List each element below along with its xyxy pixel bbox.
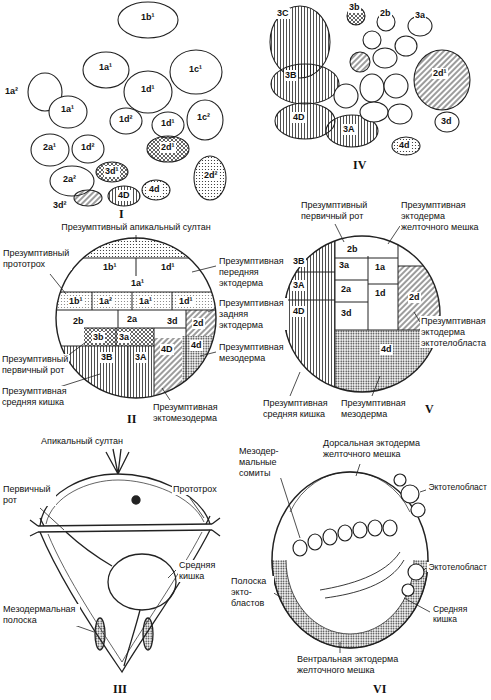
cell-label: 2a — [340, 284, 352, 295]
cell-label: 1c² — [196, 112, 211, 123]
cell-label: 2d¹ — [432, 68, 448, 79]
cell-label: 3A — [134, 352, 148, 363]
cell-label: 3A — [342, 124, 356, 135]
cell-label: 2d² — [203, 170, 219, 181]
region-label: Презумптивная задняя эктодерма — [218, 298, 288, 330]
region-label: Эктотелобласт — [427, 482, 488, 492]
cell-label: 4d — [398, 140, 411, 151]
region-label: Средняя кишка — [432, 604, 488, 624]
region-label: Апикальный султан — [40, 436, 124, 447]
cell-label: 3d — [166, 316, 179, 327]
region-label: Презумптивный прототрох — [2, 248, 72, 270]
cell-label: 1d² — [118, 114, 134, 125]
region-label: Прототрох — [172, 484, 218, 495]
cell-label: 3B — [100, 352, 114, 363]
region-label: Мезодер- мальные сомиты — [238, 446, 288, 478]
cell-label: 4D — [292, 112, 306, 123]
cell-label: 1c¹ — [188, 64, 203, 75]
cell-label: 3C — [276, 8, 290, 19]
cell-label: 4d — [148, 184, 161, 195]
region-label: Презумптивный первичный рот — [300, 200, 374, 222]
cell-label: 1b¹ — [68, 296, 84, 307]
cell-label: 2b — [346, 244, 359, 255]
region-label: Вентральная эктодерма желточного мешка — [296, 654, 430, 676]
cell-label: 2d¹ — [160, 142, 176, 153]
cell-label: 1d¹ — [178, 296, 194, 307]
panel-number: VI — [372, 682, 387, 696]
region-label: Первичный рот — [2, 484, 56, 506]
panel-number: II — [126, 412, 137, 426]
cell-label: 4D — [292, 306, 306, 317]
cell-label: 1b¹ — [102, 262, 118, 273]
cell-label: 2b — [72, 316, 85, 327]
cell-label: 3b — [348, 2, 361, 13]
region-label: Презумптивная средняя кишка — [262, 398, 336, 420]
region-label: Презумптивная мезодерма — [340, 398, 414, 420]
cell-label: 3b — [92, 332, 105, 343]
cell-label: 3A — [292, 280, 306, 291]
cell-label: 2a² — [62, 174, 77, 185]
panel-number: I — [118, 207, 125, 221]
region-label: Полоска экто- бластов — [230, 576, 274, 608]
panel-number: III — [112, 682, 128, 696]
cell-label: 3a — [414, 10, 426, 21]
cell-label: 1a¹ — [60, 104, 75, 115]
region-label: Презумптивный апикальный султан — [60, 222, 212, 233]
cell-label: 3a — [118, 332, 130, 343]
cell-label: 1a — [374, 262, 386, 273]
cell-label: 3d² — [52, 200, 68, 211]
cell-label: 3a — [338, 260, 350, 271]
cell-label: 1d² — [80, 142, 96, 153]
region-label: Презумптивная эктомезодерма — [152, 402, 226, 424]
region-label: Мезодермальная полоска — [2, 604, 80, 626]
cell-label: 1a² — [4, 86, 19, 97]
cell-label: 3d — [440, 116, 453, 127]
cell-label: 1b¹ — [140, 12, 156, 23]
cell-label: 4d — [190, 340, 203, 351]
region-label: Презумптивная мезодерма — [218, 342, 288, 364]
cell-label: 2d — [192, 318, 205, 329]
cell-label: 3d — [340, 308, 353, 319]
region-label: Эктотелобласт — [427, 562, 488, 572]
region-label: Презумптивная эктодерма желточного мешка — [400, 200, 488, 232]
cell-label: 2b — [379, 8, 392, 19]
cell-label: 2a¹ — [42, 142, 57, 153]
region-label: Презумптивная эктодерма эктотелобласта — [420, 316, 488, 348]
cell-label: 1d¹ — [140, 84, 156, 95]
cell-label: 3B — [292, 256, 306, 267]
cell-label: 2d — [408, 292, 421, 303]
cell-label: 4D — [160, 344, 174, 355]
cell-label: 1a¹ — [138, 296, 153, 307]
cell-label: 1d¹ — [160, 118, 176, 129]
cell-label: 4D — [117, 190, 131, 201]
cell-label: 1a¹ — [130, 278, 145, 289]
region-label: Презумптивная передняя эктодерма — [218, 256, 288, 288]
panel-number: V — [424, 402, 435, 416]
panel-number: IV — [352, 158, 367, 172]
region-label: Презумптивный первичный рот — [1, 354, 69, 376]
cell-label: 2a — [126, 314, 138, 325]
cell-label: 1d¹ — [160, 262, 176, 273]
cell-label: 1d — [374, 288, 387, 299]
region-label: Дорсальная эктодерма желточного мешка — [322, 438, 428, 460]
region-label: Средняя кишка — [178, 560, 234, 582]
cell-label: 3d¹ — [104, 166, 120, 177]
cell-label: 1a¹ — [98, 62, 113, 73]
cell-label: 3B — [284, 70, 298, 81]
cell-label: 1a² — [98, 296, 113, 307]
region-label: Презумптивная средняя кишка — [1, 386, 69, 408]
cell-label: 4d — [380, 344, 393, 355]
